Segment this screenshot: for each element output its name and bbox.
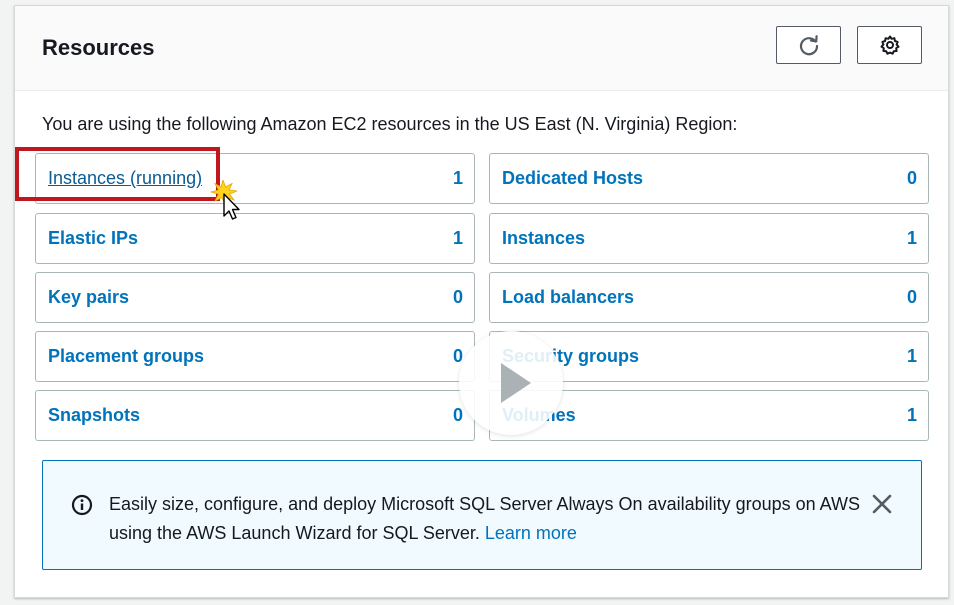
resource-count: 1 [452,228,463,248]
resource-label[interactable]: Load balancers [502,287,635,307]
resource-label[interactable]: Dedicated Hosts [502,168,644,188]
resource-count: 1 [906,405,917,425]
resource-volumes[interactable]: Volumes 1 [489,390,929,441]
info-icon [71,494,93,516]
info-message: Easily size, configure, and deploy Micro… [109,490,869,548]
resource-label[interactable]: Key pairs [48,287,130,307]
resource-elastic-ips[interactable]: Elastic IPs 1 [35,213,475,264]
resource-key-pairs[interactable]: Key pairs 0 [35,272,475,323]
resource-count: 0 [452,287,463,307]
resources-intro: You are using the following Amazon EC2 r… [42,114,738,134]
resource-instances[interactable]: Instances 1 [489,213,929,264]
close-alert-button[interactable] [869,491,895,517]
resource-count: 0 [906,287,917,307]
mouse-pointer-icon [210,180,240,220]
resource-count: 1 [906,346,917,366]
play-icon [501,363,531,403]
gear-icon [880,35,899,55]
resource-label[interactable]: Snapshots [48,405,141,425]
refresh-icon [799,35,818,56]
resource-count: 1 [452,168,463,188]
play-button[interactable] [459,331,563,435]
resource-placement-groups[interactable]: Placement groups 0 [35,331,475,382]
resource-count: 0 [452,346,463,366]
resource-label[interactable]: Placement groups [48,346,205,366]
resource-dedicated-hosts[interactable]: Dedicated Hosts 0 [489,153,929,204]
refresh-button[interactable] [776,26,841,64]
panel-header: Resources [15,6,948,91]
info-alert: Easily size, configure, and deploy Micro… [42,460,922,570]
resource-count: 0 [906,168,917,188]
learn-more-link[interactable]: Learn more [484,523,577,543]
settings-button[interactable] [857,26,922,64]
resource-snapshots[interactable]: Snapshots 0 [35,390,475,441]
panel-title: Resources [42,35,155,60]
resource-instances-running[interactable]: Instances (running) 1 [35,153,475,204]
resource-label[interactable]: Elastic IPs [48,228,139,248]
close-icon [872,494,892,514]
resource-count: 1 [906,228,917,248]
resource-load-balancers[interactable]: Load balancers 0 [489,272,929,323]
resource-label[interactable]: Instances [502,228,586,248]
info-text: Easily size, configure, and deploy Micro… [109,494,861,543]
resource-label[interactable]: Instances (running) [48,168,203,188]
highlight-box [15,147,220,201]
resource-count: 0 [452,405,463,425]
resources-panel: Resources You are using the following Am… [14,5,949,598]
